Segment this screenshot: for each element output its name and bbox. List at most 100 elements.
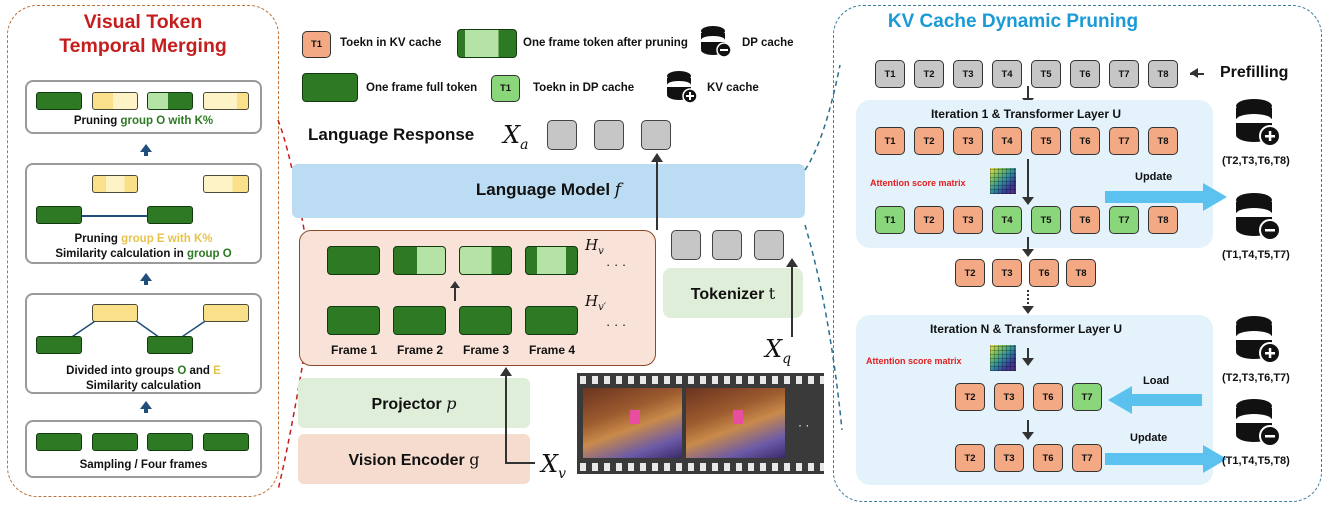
frame-token-green (36, 336, 82, 354)
attention-matrix-label: Attention score matrix (866, 356, 962, 366)
down-arrow-icon (1022, 432, 1034, 440)
down-arrow-icon (1022, 358, 1034, 366)
dp-cache-icon (1236, 193, 1281, 241)
update-arrow-icon (1203, 183, 1227, 211)
stage-divided-label: Divided into groups O and E Similarity c… (66, 365, 221, 392)
update-arrow-icon (1203, 445, 1227, 473)
frame-token-green (92, 433, 138, 451)
token-t2: T2 (914, 206, 944, 234)
token-t7: T7 (1072, 383, 1102, 411)
token-t1: T1 (875, 206, 905, 234)
projector-box (298, 378, 530, 428)
left-title-line1: Visual Token (83, 11, 203, 33)
down-arrow-icon (1022, 306, 1034, 314)
token-t8: T8 (1148, 206, 1178, 234)
frame-token-full (327, 306, 380, 335)
token-t8: T8 (1148, 60, 1178, 88)
dp-cache-set-n: (T1,T4,T5,T8) (1222, 455, 1290, 467)
frame-token-yellow-pruned (203, 175, 249, 193)
token-t4: T4 (992, 127, 1022, 155)
response-token (547, 120, 577, 150)
token-t8: T8 (1148, 127, 1178, 155)
language-model-box (292, 164, 805, 218)
down-arrow-icon (1022, 197, 1034, 205)
frame-token-green (147, 336, 193, 354)
frame-token-green (36, 433, 82, 451)
attention-matrix-label: Attention score matrix (870, 178, 966, 188)
right-connector-lines (804, 64, 843, 431)
frame-token-pruned (525, 246, 578, 275)
up-arrow-icon (140, 144, 152, 152)
legend-full-frame-text: One frame full token (366, 82, 478, 94)
frame-token-green (147, 206, 193, 224)
iteration-1-label: Iteration 1 & Transformer Layer U (930, 107, 1122, 121)
token-t3: T3 (994, 444, 1024, 472)
frame-label: Frame 3 (462, 343, 510, 357)
token-t5: T5 (1031, 127, 1061, 155)
h-v-symbol: Hv (585, 236, 604, 257)
token-t2: T2 (914, 60, 944, 88)
token-t3: T3 (953, 127, 983, 155)
left-arrow-icon (1190, 68, 1198, 78)
legend-kv-token: T1 (302, 31, 331, 58)
right-panel-title: KV Cache Dynamic Pruning (887, 11, 1139, 32)
token-t2: T2 (955, 444, 985, 472)
token-t3: T3 (953, 206, 983, 234)
load-arrow-icon (1108, 386, 1132, 414)
update-label: Update (1135, 171, 1173, 183)
token-t4: T4 (992, 206, 1022, 234)
stage-pruning-o-label: Pruning group O with K% (73, 115, 214, 127)
attention-matrix-icon (990, 345, 1016, 371)
frame-token-full (459, 306, 512, 335)
similarity-line (82, 215, 148, 217)
frame-label: Frame 4 (528, 343, 576, 357)
legend-dp-cache-text: DP cache (742, 37, 794, 49)
up-arrow-icon (140, 273, 152, 281)
tokenizer-label: Tokenizer t (690, 284, 776, 303)
frame-token-pruned (459, 246, 512, 275)
token-t3: T3 (992, 259, 1022, 287)
frame-token-yellow (203, 304, 249, 322)
kv-cache-icon (667, 71, 698, 104)
tokenizer-box (663, 268, 803, 318)
x-v-symbol: Xv (541, 450, 567, 482)
x-q-symbol: Xq (765, 335, 792, 367)
kv-cache-dynamic-pruning-panel (833, 5, 1322, 502)
up-arrow-icon (140, 401, 152, 409)
token-t6: T6 (1070, 60, 1100, 88)
kv-cache-set-1: (T2,T3,T6,T8) (1222, 155, 1290, 167)
frame-token-full (393, 306, 446, 335)
token-t6: T6 (1033, 383, 1063, 411)
frame-label: Frame 1 (330, 343, 378, 357)
kv-cache-icon (1236, 316, 1281, 364)
frame-token-full (525, 306, 578, 335)
vision-encoder-label: Vision Encoder g (348, 450, 480, 469)
legend-pruned-frame-token (457, 29, 517, 58)
token-t1: T1 (875, 127, 905, 155)
token-t2: T2 (955, 259, 985, 287)
stage-pruning-e-label: Pruning group E with K% Similarity calcu… (55, 233, 232, 260)
token-t7: T7 (1109, 206, 1139, 234)
legend-kv-cache-text: KV cache (707, 82, 759, 94)
load-label: Load (1143, 375, 1170, 387)
token-t6: T6 (1033, 444, 1063, 472)
film-perforations (577, 463, 824, 471)
up-arrow-icon (450, 281, 460, 288)
kv-cache-icon (1236, 99, 1281, 147)
token-t8: T8 (1066, 259, 1096, 287)
token-t5: T5 (1031, 60, 1061, 88)
dp-cache-set-1: (T1,T4,T5,T7) (1222, 249, 1290, 261)
film-more-dots: · · (798, 418, 810, 432)
more-tokens-dots: · · · (606, 317, 627, 332)
visual-token-temporal-merging-panel (7, 5, 279, 497)
projector-label: Projector p (371, 394, 457, 413)
legend-full-frame-token (302, 73, 358, 102)
legend-kv-token-text: Toekn in KV cache (340, 37, 442, 49)
token-t7: T7 (1109, 127, 1139, 155)
x-a-symbol: Xa (503, 121, 529, 153)
frame-token-pruned (393, 246, 446, 275)
token-t3: T3 (953, 60, 983, 88)
query-token (754, 230, 784, 260)
kv-cache-set-n: (T2,T3,T6,T7) (1222, 372, 1290, 384)
token-t6: T6 (1070, 206, 1100, 234)
